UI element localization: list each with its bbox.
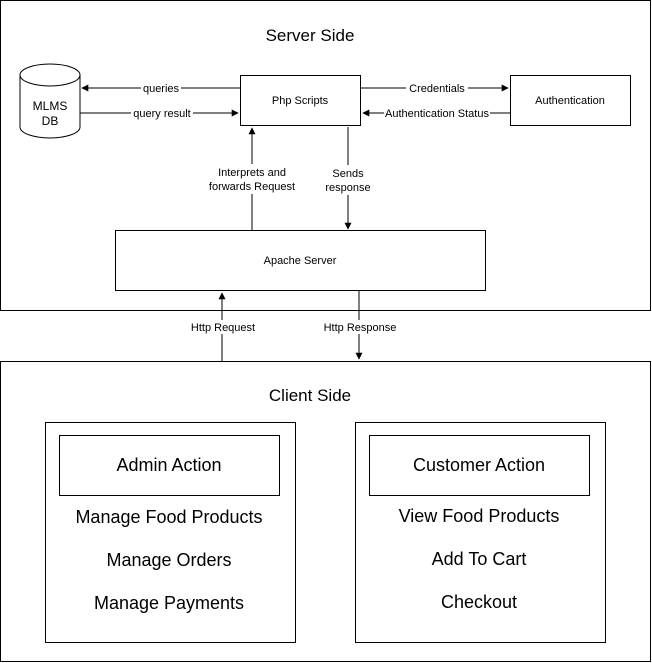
interprets-label-line1: Interprets and (218, 167, 286, 179)
http-request-label: Http Request (191, 322, 255, 334)
php-scripts-node (240, 75, 361, 126)
db-label-line1: MLMS (33, 99, 68, 113)
client-side-title: Client Side (269, 386, 351, 405)
customer-item-add-to-cart: Add To Cart (432, 549, 527, 569)
admin-item-manage-orders: Manage Orders (106, 550, 231, 570)
query-result-label: query result (133, 108, 190, 120)
admin-item-manage-payments: Manage Payments (94, 593, 244, 613)
php-scripts-label: Php Scripts (272, 95, 329, 107)
credentials-label: Credentials (409, 83, 465, 95)
sends-label-line2: response (325, 182, 370, 194)
admin-item-manage-food-products: Manage Food Products (75, 507, 262, 527)
admin-action-header: Admin Action (116, 455, 221, 475)
db-label-line2: DB (42, 114, 59, 128)
sends-label-line1: Sends (332, 168, 364, 180)
customer-action-header: Customer Action (413, 455, 545, 475)
interprets-label-line2: forwards Request (209, 181, 295, 193)
http-response-label: Http Response (324, 322, 397, 334)
admin-action-header-box (59, 435, 280, 496)
apache-server-label: Apache Server (264, 255, 337, 267)
authentication-label: Authentication (535, 95, 605, 107)
apache-server-node (115, 230, 486, 291)
authentication-node (510, 75, 631, 126)
mlms-db-node: MLMS DB (19, 63, 81, 139)
customer-item-checkout: Checkout (441, 592, 517, 612)
authentication-status-label: Authentication Status (385, 108, 489, 120)
queries-label: queries (143, 83, 180, 95)
customer-item-view-food-products: View Food Products (399, 506, 560, 526)
customer-action-header-box (369, 435, 590, 496)
server-side-title: Server Side (266, 26, 355, 45)
